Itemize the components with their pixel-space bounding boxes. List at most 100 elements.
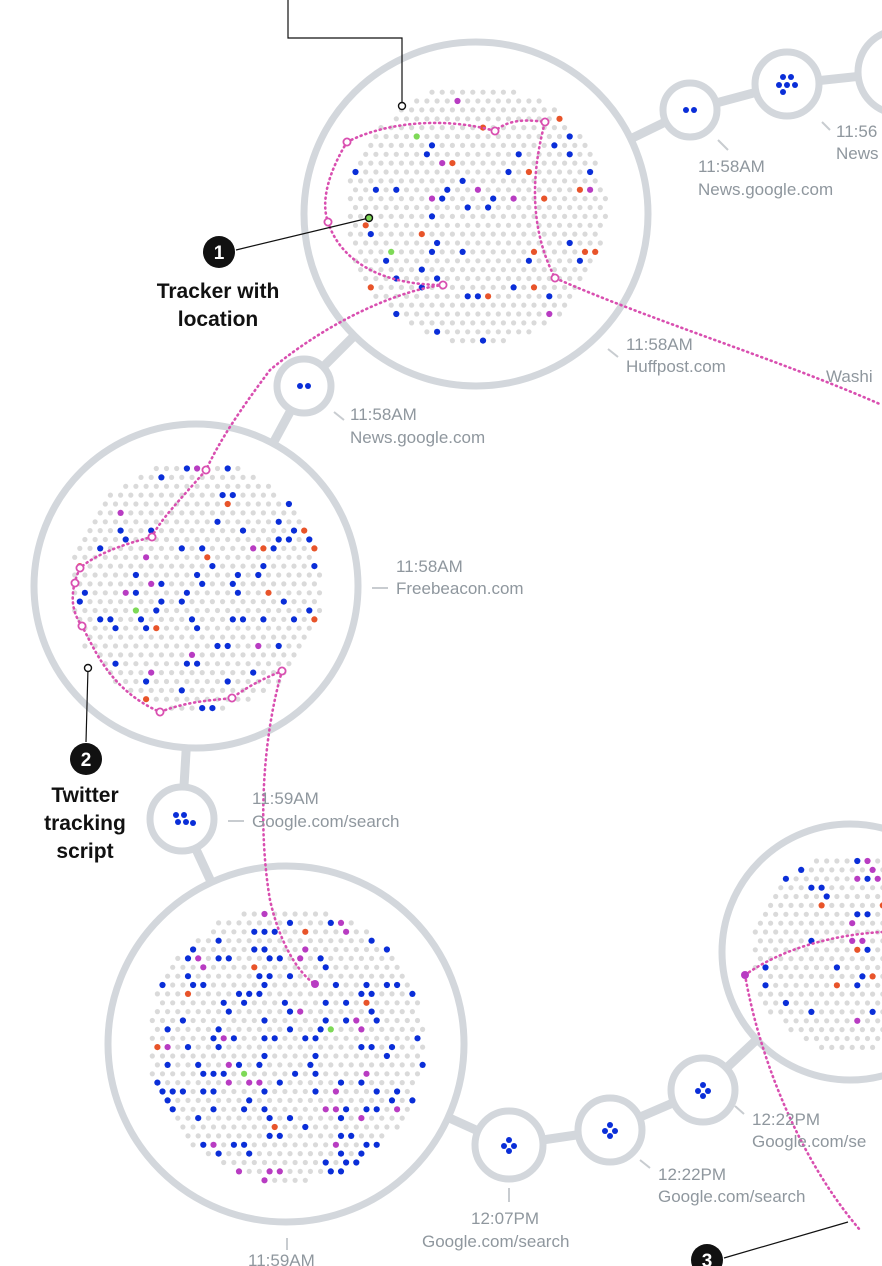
filler-dot bbox=[174, 625, 180, 631]
filler-dot bbox=[348, 920, 354, 926]
filler-dot bbox=[773, 893, 779, 900]
filler-dot bbox=[567, 275, 573, 282]
filler-dot bbox=[296, 607, 302, 614]
filler-dot bbox=[404, 1017, 410, 1024]
filler-dot bbox=[505, 275, 512, 282]
tracker-dot bbox=[153, 625, 160, 632]
tracker-dot bbox=[250, 669, 257, 676]
leader-1-end bbox=[364, 213, 374, 223]
filler-dot bbox=[112, 607, 119, 614]
filler-dot bbox=[577, 169, 583, 175]
tracker-dot bbox=[117, 509, 124, 516]
filler-dot bbox=[531, 107, 537, 113]
filler-dot bbox=[773, 982, 779, 988]
filler-dot bbox=[128, 510, 134, 516]
filler-dot bbox=[163, 661, 170, 667]
filler-dot bbox=[267, 1009, 273, 1015]
filler-dot bbox=[429, 320, 435, 326]
tracker-dot bbox=[343, 1159, 350, 1166]
filler-dot bbox=[597, 187, 603, 193]
tracker-dot bbox=[530, 284, 538, 291]
filler-dot bbox=[102, 554, 108, 560]
filler-dot bbox=[803, 929, 809, 935]
filler-dot bbox=[210, 964, 217, 970]
filler-dot bbox=[587, 222, 593, 228]
filler-dot bbox=[245, 536, 251, 543]
filler-dot bbox=[328, 1044, 334, 1050]
filler-dot bbox=[768, 973, 774, 980]
filler-dot bbox=[190, 1053, 196, 1059]
filler-dot bbox=[449, 213, 455, 219]
filler-dot bbox=[419, 107, 425, 113]
filler-dot bbox=[485, 187, 491, 193]
filler-dot bbox=[205, 1026, 211, 1032]
filler-dot bbox=[153, 678, 159, 685]
filler-dot bbox=[328, 991, 334, 997]
filler-dot bbox=[282, 1017, 288, 1024]
tracker-dot bbox=[195, 955, 202, 962]
filler-dot bbox=[834, 947, 840, 953]
filler-dot bbox=[184, 501, 190, 507]
filler-dot bbox=[128, 545, 134, 552]
tracker-dot bbox=[312, 1052, 319, 1060]
filler-dot bbox=[470, 196, 476, 202]
filler-dot bbox=[118, 492, 124, 498]
tracker-dot bbox=[337, 1115, 345, 1122]
filler-dot bbox=[158, 652, 164, 658]
filler-dot bbox=[460, 142, 466, 148]
tracker-dot bbox=[154, 1079, 161, 1086]
filler-dot bbox=[265, 483, 272, 489]
filler-dot bbox=[204, 643, 210, 649]
ring-big-circle bbox=[104, 862, 468, 1226]
filler-dot bbox=[343, 982, 349, 988]
tracker-dot bbox=[302, 928, 309, 935]
filler-dot bbox=[500, 338, 506, 344]
filler-dot bbox=[788, 1009, 794, 1015]
tracker-dot bbox=[251, 928, 258, 935]
filler-dot bbox=[260, 492, 266, 498]
filler-dot bbox=[128, 563, 134, 569]
tracker-dot bbox=[261, 928, 268, 935]
time-google-search-3: 12:22PM bbox=[658, 1165, 726, 1184]
tracker-dot bbox=[383, 981, 390, 989]
filler-dot bbox=[510, 125, 517, 131]
tracker-dot bbox=[444, 186, 451, 193]
filler-dot bbox=[393, 116, 399, 122]
filler-dot bbox=[793, 876, 799, 882]
annotation-2-line-1: Twitter bbox=[51, 784, 118, 807]
visit-circles bbox=[30, 30, 882, 1226]
filler-dot bbox=[505, 116, 512, 122]
filler-dot bbox=[541, 302, 547, 308]
tracker-dot bbox=[266, 1132, 273, 1139]
filler-dot bbox=[470, 107, 476, 113]
filler-dot bbox=[251, 1106, 257, 1112]
filler-dot bbox=[403, 240, 410, 246]
filler-dot bbox=[849, 867, 855, 873]
filler-dot bbox=[414, 187, 420, 193]
filler-dot bbox=[312, 1017, 319, 1024]
tracker-dot bbox=[434, 328, 441, 335]
filler-dot bbox=[849, 991, 855, 997]
filler-dot bbox=[454, 240, 461, 246]
filler-dot bbox=[829, 1044, 835, 1050]
filler-dot bbox=[363, 1088, 370, 1095]
filler-dot bbox=[163, 465, 170, 472]
tracker-dot bbox=[256, 1079, 263, 1086]
filler-dot bbox=[250, 510, 256, 516]
filler-dot bbox=[798, 938, 804, 944]
filler-dot bbox=[301, 581, 307, 587]
filler-dot bbox=[170, 1035, 176, 1041]
filler-dot bbox=[368, 196, 374, 202]
filler-dot bbox=[169, 687, 175, 694]
filler-dot bbox=[526, 187, 532, 193]
filler-dot bbox=[138, 599, 144, 605]
filler-dot bbox=[379, 1133, 385, 1139]
filler-dot bbox=[302, 1053, 308, 1059]
tracker-dot bbox=[246, 1079, 253, 1086]
filler-dot bbox=[834, 893, 840, 900]
filler-dot bbox=[363, 946, 370, 953]
filler-dot bbox=[240, 652, 246, 658]
filler-dot bbox=[235, 465, 241, 472]
filler-dot bbox=[87, 528, 93, 534]
filler-dot bbox=[297, 1026, 303, 1032]
